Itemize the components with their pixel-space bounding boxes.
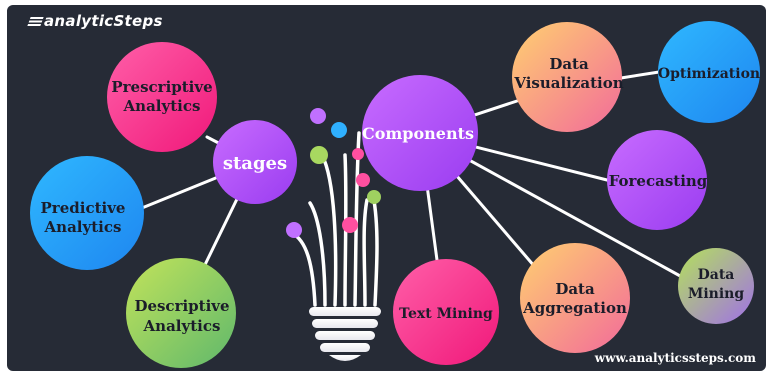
node-stages-hub: stages — [213, 120, 297, 204]
svg-text:Analytics: Analytics — [123, 97, 201, 115]
stages-label: stages — [223, 153, 287, 174]
node-predictive-analytics: Predictive Analytics — [30, 156, 144, 270]
forecasting-label: Forecasting — [609, 172, 708, 190]
analytics-steps-logo: analyticSteps — [27, 12, 163, 30]
logo-text: analyticSteps — [44, 12, 163, 30]
node-descriptive-analytics: Descriptive Analytics — [126, 258, 236, 368]
visualization-line2: Visualization — [513, 74, 623, 92]
optimization-label: Optimization — [658, 66, 760, 82]
svg-text:Mining: Mining — [688, 286, 744, 302]
predictive-line1: Predictive — [41, 199, 126, 217]
svg-text:stages: stages — [223, 153, 287, 174]
node-data-aggregation: Data Aggregation — [520, 243, 630, 353]
node-forecasting: Forecasting — [607, 130, 708, 230]
svg-text:Prescriptive: Prescriptive — [111, 78, 212, 96]
svg-text:Data: Data — [698, 267, 735, 283]
line-visualization-optimization — [619, 70, 661, 80]
svg-text:Components: Components — [362, 124, 474, 143]
svg-text:Forecasting: Forecasting — [609, 172, 708, 190]
svg-text:Text Mining: Text Mining — [399, 306, 493, 322]
node-optimization: Optimization — [658, 21, 760, 123]
datamining-line2: Mining — [688, 286, 744, 302]
node-text-mining: Text Mining — [393, 259, 499, 365]
analytics-diagram: Prescriptive Analytics Predictive Analyt… — [30, 21, 760, 368]
descriptive-line2: Analytics — [143, 317, 221, 335]
aggregation-line2: Aggregation — [522, 299, 627, 317]
predictive-line2: Analytics — [44, 218, 122, 236]
lightbulb-icon — [286, 108, 381, 361]
node-data-mining: Data Mining — [678, 248, 754, 324]
website-url: www.analyticssteps.com — [594, 351, 756, 365]
node-components-hub: Components — [362, 75, 478, 191]
svg-text:Data: Data — [555, 280, 595, 298]
svg-text:Analytics: Analytics — [143, 317, 221, 335]
node-data-visualization: Data Visualization — [512, 22, 624, 132]
visualization-line1: Data — [549, 55, 589, 73]
svg-text:Optimization: Optimization — [658, 66, 760, 82]
svg-text:Analytics: Analytics — [44, 218, 122, 236]
svg-text:Descriptive: Descriptive — [134, 297, 229, 315]
prescriptive-line1: Prescriptive — [111, 78, 212, 96]
node-prescriptive-analytics: Prescriptive Analytics — [107, 42, 217, 152]
aggregation-line1: Data — [555, 280, 595, 298]
infographic-panel: analyticSteps — [7, 5, 766, 371]
prescriptive-line2: Analytics — [123, 97, 201, 115]
textmining-label: Text Mining — [399, 306, 493, 322]
svg-text:Data: Data — [549, 55, 589, 73]
svg-text:Predictive: Predictive — [41, 199, 126, 217]
datamining-line1: Data — [698, 267, 735, 283]
components-label: Components — [362, 124, 474, 143]
svg-text:Visualization: Visualization — [513, 74, 623, 92]
descriptive-line1: Descriptive — [134, 297, 229, 315]
svg-text:Aggregation: Aggregation — [522, 299, 627, 317]
